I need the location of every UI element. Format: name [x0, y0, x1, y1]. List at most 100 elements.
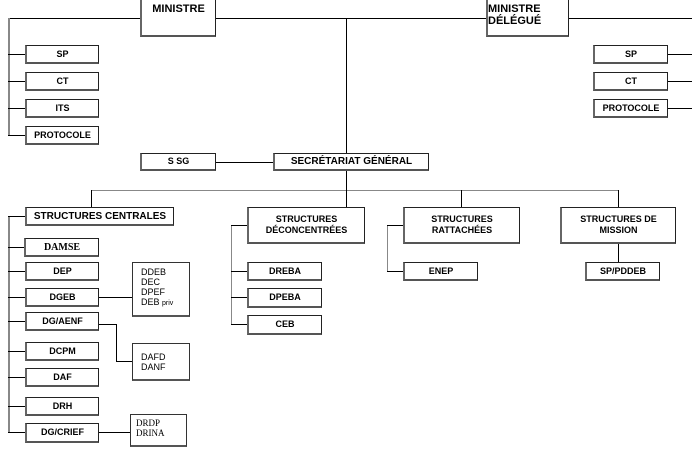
connector: [8, 351, 25, 352]
connector: [98, 324, 116, 325]
delegate-protocole-box: PROTOCOLE: [593, 99, 668, 118]
box-label: DG/CRIEF: [40, 427, 84, 437]
box-label: DÉLÉGUÉ: [488, 15, 542, 27]
delegate-sp-box: SP: [593, 45, 668, 64]
list-item-text: DEB: [141, 297, 160, 307]
connector: [231, 297, 247, 298]
list-item: DRDP: [136, 418, 161, 428]
connector: [231, 271, 247, 272]
dg-crief-box: DG/CRIEF: [25, 423, 99, 443]
connector: [618, 190, 619, 207]
connector: [231, 324, 247, 325]
box-label: ENEP: [428, 265, 454, 276]
connector: [568, 18, 692, 19]
list-item: DAFD: [141, 352, 166, 362]
dgeb-sub-list: DDEB DEC DPEF DEB priv: [132, 262, 190, 317]
central-structures-box: STRUCTURES CENTRALES: [25, 207, 174, 226]
box-label: RATTACHÉES: [431, 225, 493, 235]
connector: [8, 432, 25, 433]
box-label: DG/AENF: [42, 315, 83, 326]
box-label: SP/PDDEB: [599, 265, 646, 276]
connector: [8, 247, 25, 248]
box-label: CEB: [275, 319, 295, 329]
box-label: MINISTRE: [488, 3, 541, 15]
box-label: DAF: [53, 371, 72, 382]
box-label: DCPM: [49, 345, 76, 356]
dgeb-box: DGEB: [25, 288, 99, 307]
minister-box: MINISTRE: [140, 0, 216, 37]
dreba-box: DREBA: [247, 262, 322, 281]
connector: [98, 432, 130, 433]
minister-sp-box: SP: [25, 45, 99, 64]
connector: [91, 190, 92, 207]
crief-sub-list: DRDP DRINA: [130, 414, 187, 447]
connector: [231, 225, 232, 325]
connector: [667, 108, 692, 109]
minister-label: MINISTRE: [152, 3, 205, 15]
list-item: DEC: [141, 277, 161, 287]
dcpm-box: DCPM: [25, 342, 99, 361]
connector: [215, 18, 486, 19]
box-label: ITS: [55, 102, 70, 113]
connector: [346, 190, 347, 207]
dpeba-box: DPEBA: [247, 288, 322, 308]
connector: [116, 361, 132, 362]
connector: [8, 271, 25, 272]
connector: [461, 190, 462, 207]
connector: [98, 297, 132, 298]
connector: [8, 18, 140, 19]
dg-aenf-box: DG/AENF: [25, 312, 99, 331]
connector: [91, 190, 619, 191]
damse-box: DAMSE: [24, 238, 99, 257]
box-label: DÉCONCENTRÉES: [265, 225, 348, 235]
box-label: CT: [56, 75, 69, 86]
box-label: CT: [625, 75, 637, 86]
list-item: DEB priv: [141, 297, 189, 309]
box-label: STRUCTURES: [275, 214, 338, 224]
list-item: DDEB: [141, 267, 167, 277]
box-label: MISSION: [599, 225, 638, 235]
delegate-ct-box: CT: [593, 72, 668, 91]
enep-box: ENEP: [403, 262, 478, 281]
connector: [8, 297, 25, 298]
list-item: DRINA: [136, 428, 165, 438]
connector: [667, 54, 692, 55]
connector: [8, 321, 25, 322]
box-label: DEP: [53, 265, 72, 276]
minister-ct-box: CT: [25, 72, 99, 91]
box-label: STRUCTURES: [431, 214, 493, 224]
connector: [8, 18, 10, 136]
connector: [8, 216, 25, 217]
connector: [387, 225, 388, 271]
aenf-sub-list: DAFD DANF: [132, 343, 190, 381]
connector: [667, 81, 692, 82]
drh-box: DRH: [25, 397, 99, 416]
box-label: STRUCTURES CENTRALES: [33, 210, 167, 222]
connector: [387, 271, 403, 272]
connector: [8, 135, 25, 136]
connector: [8, 406, 25, 407]
list-item-suffix: priv: [162, 300, 174, 307]
connector: [231, 225, 247, 226]
list-item: DANF: [141, 362, 166, 372]
connector: [8, 377, 25, 378]
box-label: PROTOCOLE: [34, 129, 91, 140]
minister-protocole-box: PROTOCOLE: [25, 126, 99, 145]
box-label: SECRÉTARIAT GÉNÉRAL: [290, 156, 413, 167]
box-label: DRH: [52, 400, 73, 411]
box-label: DPEBA: [269, 292, 301, 302]
dep-box: DEP: [25, 262, 99, 281]
connector: [116, 324, 117, 361]
connector: [8, 216, 10, 433]
box-label: SP: [56, 48, 69, 59]
list-item: DPEF: [141, 287, 166, 297]
connector: [8, 54, 25, 55]
box-label: S SG: [167, 156, 190, 166]
connector: [8, 108, 25, 109]
connector: [618, 243, 619, 262]
connector: [215, 162, 273, 163]
